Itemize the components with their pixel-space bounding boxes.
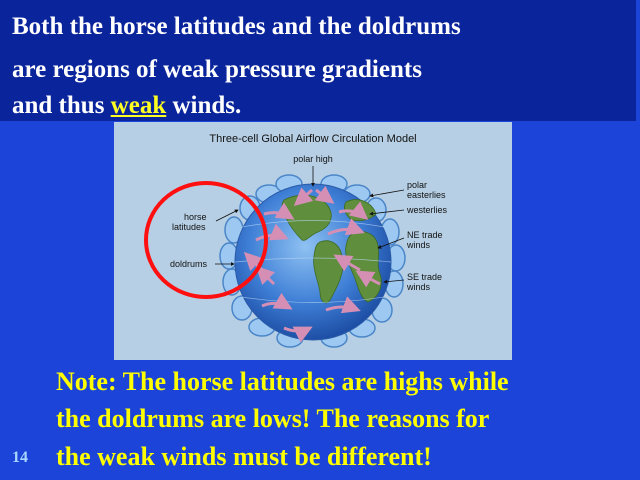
label-polar-easterlies-1: polar [407,180,427,190]
header-line-3-post: winds. [166,92,242,119]
note-line-2: the doldrums are lows! The reasons for [56,404,490,433]
label-horse-1: horse [184,212,207,222]
header-line-3-pre: and thus [12,92,111,119]
label-se-trade-2: winds [406,282,431,292]
title-box: Both the horse latitudes and the doldrum… [0,0,636,121]
label-ne-trade-1: NE trade [407,230,443,240]
label-ne-trade-2: winds [406,240,431,250]
label-horse-2: latitudes [172,222,206,232]
header-line-3: and thus weak winds. [12,91,241,121]
highlight-weak: weak [110,92,167,119]
figure-title: Three-cell Global Airflow Circulation Mo… [209,133,416,145]
label-doldrums: doldrums [170,259,208,269]
leader-lines [215,166,405,284]
circulation-diagram: Three-cell Global Airflow Circulation Mo… [170,133,448,348]
header-line-1: Both the horse latitudes and the doldrum… [12,13,461,40]
note-line-3: the weak winds must be different! [56,442,432,471]
label-se-trade-1: SE trade [407,272,442,282]
label-polar-high: polar high [293,154,333,164]
slide-number: 14 [12,449,28,466]
header-line-2: are regions of weak pressure gradients [12,56,422,83]
label-westerlies: westerlies [406,205,448,215]
circulation-figure: Three-cell Global Airflow Circulation Mo… [114,122,512,360]
note-line-1: Note: The horse latitudes are highs whil… [56,367,509,396]
highlight-circle [144,181,268,299]
label-polar-easterlies-2: easterlies [407,190,446,200]
